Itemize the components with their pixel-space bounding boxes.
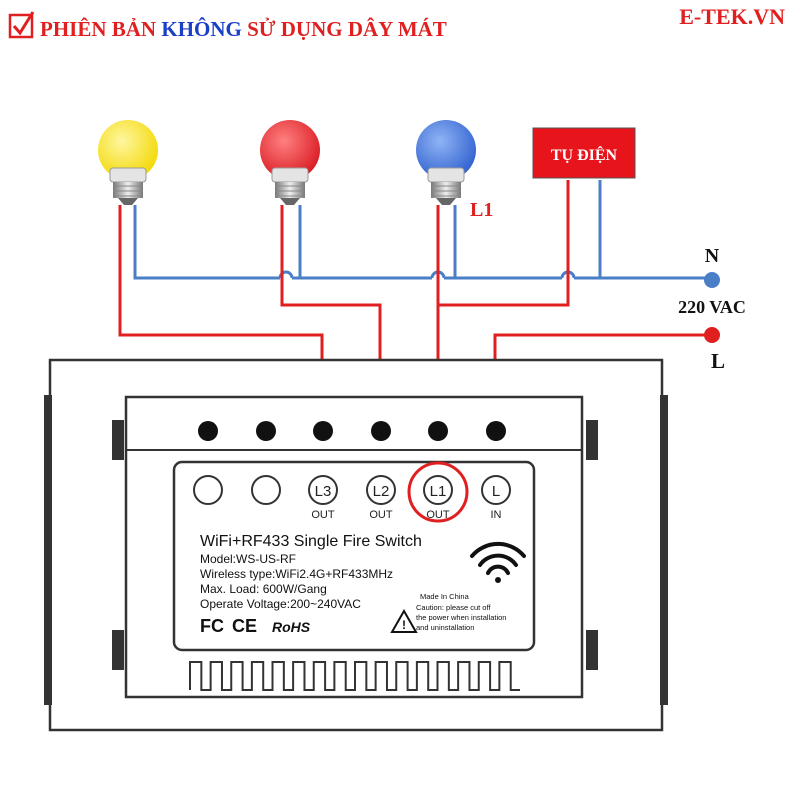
switch-max-load: Max. Load: 600W/Gang: [200, 582, 327, 596]
neutral-wires: [133, 180, 710, 280]
svg-text:!: !: [402, 618, 406, 632]
label-plate: [172, 460, 536, 652]
made-in-label: Made In China: [420, 592, 470, 601]
svg-text:L3: L3: [315, 483, 332, 500]
caution-line-2: the power when installation: [416, 613, 506, 622]
switch-wireless: Wireless type:WiFi2.4G+RF433MHz: [200, 567, 393, 581]
screw-terminals: [198, 421, 506, 441]
l1-label: L1: [470, 199, 493, 221]
vent-teeth: [189, 661, 520, 691]
header-title: PHIÊN BẢN KHÔNG SỬ DỤNG DÂY MÁT: [40, 17, 447, 41]
l1-highlight-ring: [407, 461, 469, 523]
capacitor-label: TỤ ĐIỆN: [551, 146, 618, 164]
switch-voltage: Operate Voltage:200~240VAC: [200, 597, 361, 611]
terminal-l1: L1 OUT: [407, 461, 469, 523]
neutral-label: N: [705, 245, 720, 267]
bulb-red-icon: [260, 120, 320, 205]
switch-title: WiFi+RF433 Single Fire Switch: [200, 533, 422, 550]
bulb-blue-icon: [416, 120, 476, 205]
svg-text:OUT: OUT: [311, 509, 335, 521]
ce-logo: CE: [232, 616, 257, 636]
rohs-logo: RoHS: [272, 619, 311, 635]
bulb-yellow-icon: [98, 120, 158, 205]
terminal-l2: L2 OUT: [366, 475, 396, 521]
empty-terminal-1: [193, 475, 223, 505]
neutral-terminal: [704, 272, 720, 288]
brand-label: E-TEK.VN: [679, 4, 785, 29]
caution-line-3: and uninstallation: [416, 623, 474, 632]
vent-comb: [189, 661, 520, 691]
line-label: L: [711, 349, 725, 373]
fcc-logo: FC: [200, 616, 224, 636]
voltage-label: 220 VAC: [678, 297, 746, 317]
wifi-icon: [470, 541, 526, 583]
svg-text:IN: IN: [491, 509, 502, 521]
capacitor-box: [532, 127, 636, 179]
svg-text:L: L: [492, 483, 500, 500]
svg-text:L1: L1: [430, 483, 447, 500]
switch-model: Model:WS-US-RF: [200, 552, 296, 566]
terminal-l3: L3 OUT: [308, 475, 338, 521]
checkbox-icon: [8, 11, 35, 39]
line-terminal: [704, 327, 720, 343]
svg-text:OUT: OUT: [369, 509, 393, 521]
svg-text:L2: L2: [373, 483, 390, 500]
caution-line-1: Caution: please cut off: [416, 603, 491, 612]
svg-text:OUT: OUT: [426, 509, 450, 521]
caution-icon: !: [390, 608, 418, 633]
empty-terminal-2: [251, 475, 281, 505]
terminal-l-in: L IN: [481, 475, 511, 521]
